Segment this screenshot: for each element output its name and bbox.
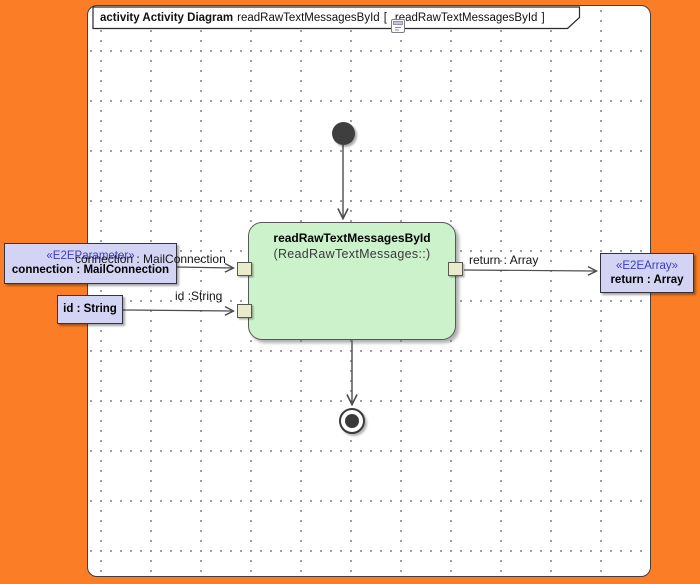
parameter-node-return[interactable]: «E2EArray» return : Array (600, 253, 694, 293)
action-name: readRawTextMessagesById (273, 231, 431, 245)
frame-title-ref: readRawTextMessagesById (394, 11, 538, 24)
edge-label-connection[interactable]: connection : MailConnection (75, 252, 226, 266)
frame-title-keyword: activity Activity Diagram (100, 11, 234, 24)
action-behavior: (ReadRawTextMessages::) (273, 247, 431, 261)
frame-title-name: readRawTextMessagesById (237, 11, 380, 24)
stereotype-label: «E2EParameter» (46, 250, 135, 262)
input-pin-id[interactable] (237, 304, 252, 318)
parameter-name: id : String (63, 303, 117, 315)
parameter-node-id[interactable]: id : String (57, 295, 123, 324)
input-pin-connection[interactable] (237, 262, 252, 276)
parameter-name: connection : MailConnection (11, 264, 170, 276)
frame-title-bracket-close: ] (541, 11, 545, 24)
activity-final-node[interactable] (339, 408, 365, 434)
activity-final-dot (345, 414, 359, 428)
frame-label-shape (92, 6, 581, 30)
action-node[interactable]: readRawTextMessagesById (ReadRawTextMess… (248, 222, 456, 340)
frame-label[interactable]: activity Activity Diagram readRawTextMes… (92, 6, 582, 33)
output-pin-return[interactable] (448, 262, 463, 276)
stereotype-label: «E2EArray» (615, 259, 678, 272)
frame-title-bracket-open: [ (383, 11, 387, 24)
parameter-name: return : Array (610, 273, 684, 286)
edge-label-id[interactable]: id :String (175, 289, 223, 303)
edge-label-return[interactable]: return : Array (469, 253, 539, 267)
frame-title: activity Activity Diagram readRawTextMes… (92, 6, 582, 33)
parameter-node-connection[interactable]: «E2EParameter» connection : MailConnecti… (4, 243, 177, 284)
initial-node[interactable] (332, 122, 355, 145)
